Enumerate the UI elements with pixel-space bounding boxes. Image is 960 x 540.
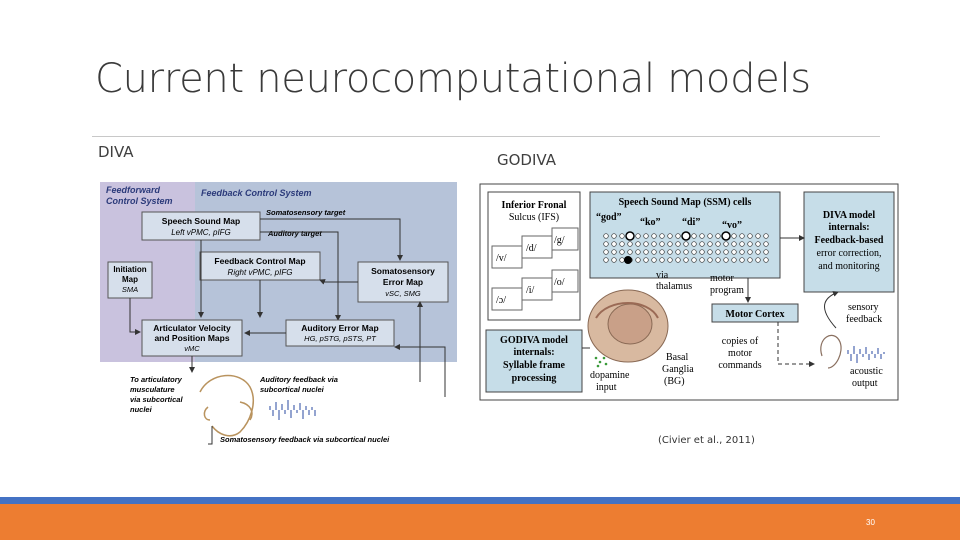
feedforward-header-line2: Control System [106, 196, 173, 206]
auditory-error-map-box [285, 319, 395, 347]
dopamine-2: input [596, 382, 617, 393]
articulator-map-title1: Articulator Velocity [153, 323, 231, 333]
musculature-note-4: nuclei [130, 405, 153, 414]
musculature-note-3: via subcortical [130, 395, 183, 404]
auditory-feedback-1: Auditory feedback via [259, 375, 338, 384]
musculature-note-1: To articulatory [130, 375, 183, 384]
godiva-diagram: Inferior Fronal Sulcus (IFS) /v/ /d/ /g/… [479, 183, 899, 401]
godiva-internals-4: processing [512, 373, 557, 384]
godiva-internals-2: internals: [513, 347, 554, 358]
feedforward-header-line1: Feedforward [106, 185, 161, 195]
phoneme-d: /d/ [526, 243, 537, 254]
feedback-control-map-region: Right vPMC, pIFG [228, 268, 293, 277]
somatosensory-error-title2: Error Map [383, 277, 423, 287]
ssm-header: Speech Sound Map (SSM) cells [619, 197, 752, 208]
godiva-internals-box [485, 329, 583, 393]
initiation-map-region: SMA [122, 285, 138, 294]
phoneme-g: /g/ [554, 235, 565, 246]
phoneme-v: /v/ [496, 253, 507, 264]
citation: (Civier et al., 2011) [658, 435, 755, 446]
syllable-di: “di” [682, 217, 700, 228]
godiva-internals-1: GODIVA model [500, 335, 568, 346]
syllable-vo: “vo” [722, 220, 742, 231]
phoneme-i: /i/ [526, 285, 535, 296]
diva-internals-5: and monitoring [818, 261, 879, 272]
articulator-map-title2: and Position Maps [154, 333, 229, 343]
via-thalamus-2: thalamus [656, 281, 692, 292]
page-number: 30 [866, 518, 875, 527]
speech-sound-map-region: Left vPMC, pIFG [171, 228, 231, 237]
dopamine-dots [594, 356, 608, 368]
speech-sound-map-title: Speech Sound Map [162, 216, 240, 226]
dopamine-1: dopamine [590, 370, 630, 381]
diva-label: DIVA [98, 143, 134, 161]
acoustic-waveform-icon [847, 346, 885, 363]
via-thalamus-1: via [656, 270, 669, 281]
title-divider [92, 136, 880, 137]
basal-ganglia-illustration [587, 289, 669, 363]
articulator-map-box [141, 319, 243, 357]
godiva-internals-3: Syllable frame [503, 360, 565, 371]
initiation-map-box [107, 261, 153, 299]
somatosensory-feedback-label: Somatosensory feedback via subcortical n… [220, 435, 390, 444]
godiva-label: GODIVA [497, 151, 556, 169]
initiation-map-title2: Map [122, 275, 138, 284]
diva-internals-1: DIVA model [823, 210, 876, 221]
ssm-cell-grid [603, 233, 769, 263]
articulator-map-region: vMC [184, 344, 200, 353]
slide-title: Current neurocomputational models [95, 56, 811, 102]
copies-2: motor [728, 348, 753, 359]
ifs-title1: Inferior Fronal [502, 200, 567, 211]
auditory-error-title: Auditory Error Map [301, 323, 378, 333]
copies-1: copies of [722, 336, 759, 347]
auditory-target-label: Auditory target [267, 229, 322, 238]
vocal-tract-illustration [199, 374, 254, 437]
somatosensory-error-region: vSC, SMG [385, 289, 421, 298]
diva-diagram: Feedforward Control System Feedback Cont… [100, 182, 457, 445]
ifs-title2: Sulcus (IFS) [509, 212, 559, 223]
sensory-feedback-2: feedback [846, 314, 882, 325]
footer-bar [0, 504, 960, 540]
feedback-header: Feedback Control System [201, 188, 312, 198]
waveform-icon [269, 400, 316, 420]
phoneme-o: /o/ [554, 277, 565, 288]
footer-accent-bar [0, 497, 960, 504]
syllable-god: “god” [596, 212, 622, 223]
feedback-control-map-box [199, 251, 321, 281]
diva-internals-2: internals: [828, 222, 869, 233]
motor-program-2: program [710, 285, 744, 296]
motor-program-1: motor [710, 273, 735, 284]
sensory-feedback-1: sensory [848, 302, 879, 313]
somatosensory-target-label: Somatosensory target [266, 208, 346, 217]
acoustic-1: acoustic [850, 366, 883, 377]
somatosensory-error-title1: Somatosensory [371, 266, 435, 276]
feedback-control-map-title: Feedback Control Map [214, 256, 305, 266]
basal-ganglia-1: Basal [666, 352, 688, 363]
head-illustration [820, 334, 842, 369]
auditory-feedback-2: subcortical nuclei [260, 385, 325, 394]
basal-ganglia-3: (BG) [664, 376, 685, 387]
auditory-error-region: HG, pSTG, pSTS, PT [304, 334, 377, 343]
motor-cortex-label: Motor Cortex [726, 309, 785, 320]
motor-cortex-box [711, 303, 799, 323]
acoustic-2: output [852, 378, 878, 389]
diva-internals-4: error correction, [817, 248, 882, 259]
copies-3: commands [718, 360, 761, 371]
somatosensory-error-map-box [357, 261, 449, 303]
musculature-note-2: musculature [130, 385, 175, 394]
diva-internals-box [803, 191, 895, 293]
basal-ganglia-2: Ganglia [662, 364, 694, 375]
syllable-ko: “ko” [640, 217, 661, 228]
initiation-map-title: Initiation [113, 265, 146, 274]
diva-internals-3: Feedback-based [815, 235, 884, 246]
phoneme-open-o: /ɔ/ [496, 295, 506, 306]
